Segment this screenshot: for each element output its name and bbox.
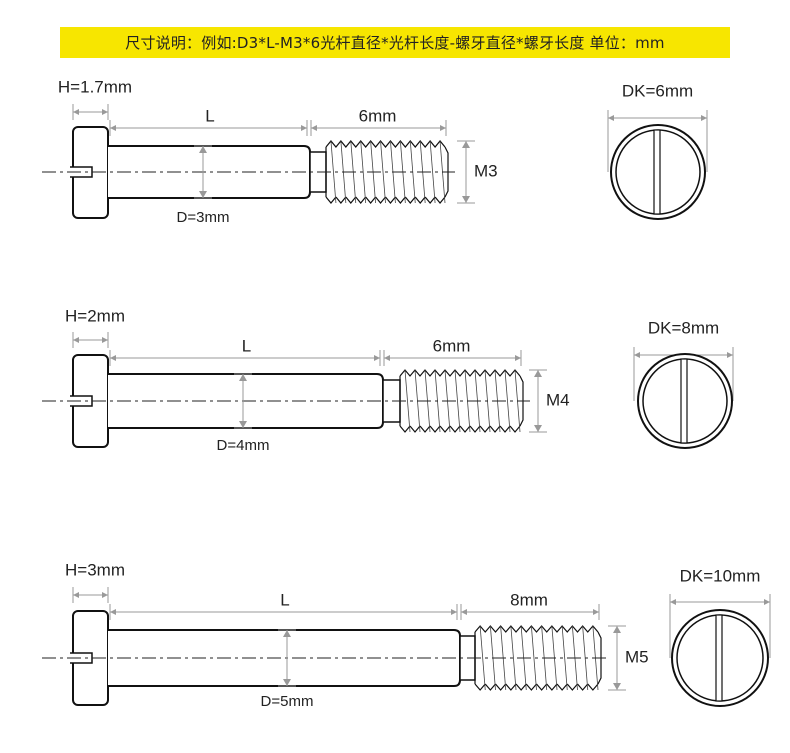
head-height-label: H=3mm	[65, 560, 125, 579]
shank-length-label: L	[205, 106, 214, 125]
thread-length-label: 8mm	[510, 590, 548, 609]
shank-length-label: L	[242, 336, 251, 355]
thread-size-label: M4	[546, 390, 570, 409]
dimension-legend-banner: 尺寸说明：例如:D3*L-M3*6光杆直径*光杆长度-螺牙直径*螺牙长度 单位：…	[60, 27, 730, 58]
thread-line	[380, 140, 386, 204]
head-end-slot	[653, 129, 661, 215]
thread-length-label: 6mm	[359, 106, 397, 125]
shank-length-label: L	[280, 590, 289, 609]
thread-length-label: 6mm	[433, 336, 471, 355]
head-end-slot	[715, 614, 723, 702]
shank-diameter-label: D=3mm	[177, 209, 230, 226]
thread-size-dimension-arrowheads	[462, 141, 470, 203]
thread-size-dimension-arrowheads	[534, 370, 542, 432]
head-height-label: H=1.7mm	[58, 77, 132, 96]
shank-diameter-label: D=4mm	[217, 437, 270, 454]
thread-crest-bottom	[325, 196, 446, 204]
thread-line	[479, 625, 486, 691]
shank-diameter-label: D=5mm	[261, 693, 314, 710]
thread-crest-top	[399, 369, 521, 377]
thread-line	[561, 625, 568, 691]
thread-size-label: M3	[474, 161, 498, 180]
thread-crest-bottom	[474, 683, 599, 691]
thread-crest-top	[325, 140, 446, 148]
thread-line	[504, 369, 511, 433]
banner-text: 尺寸说明：例如:D3*L-M3*6光杆直径*光杆长度-螺牙直径*螺牙长度 单位：…	[125, 34, 665, 52]
thread-line	[530, 625, 537, 691]
thread-line	[404, 369, 411, 433]
thread-crest-top	[474, 625, 599, 633]
thread-line	[330, 140, 337, 204]
head-diameter-label: DK=8mm	[648, 318, 719, 337]
head-diameter-label: DK=10mm	[680, 566, 761, 585]
thread-size-dimension-arrowheads	[613, 626, 621, 690]
head-diameter-label: DK=6mm	[622, 81, 693, 100]
thread-line	[429, 140, 436, 204]
head-height-label: H=2mm	[65, 306, 125, 325]
thread-line	[454, 369, 461, 433]
thread-size-label: M5	[625, 647, 649, 666]
thread-line	[360, 140, 367, 204]
thread-line	[510, 625, 517, 691]
thread-crest-bottom	[399, 425, 521, 433]
head-end-slot	[680, 358, 688, 444]
